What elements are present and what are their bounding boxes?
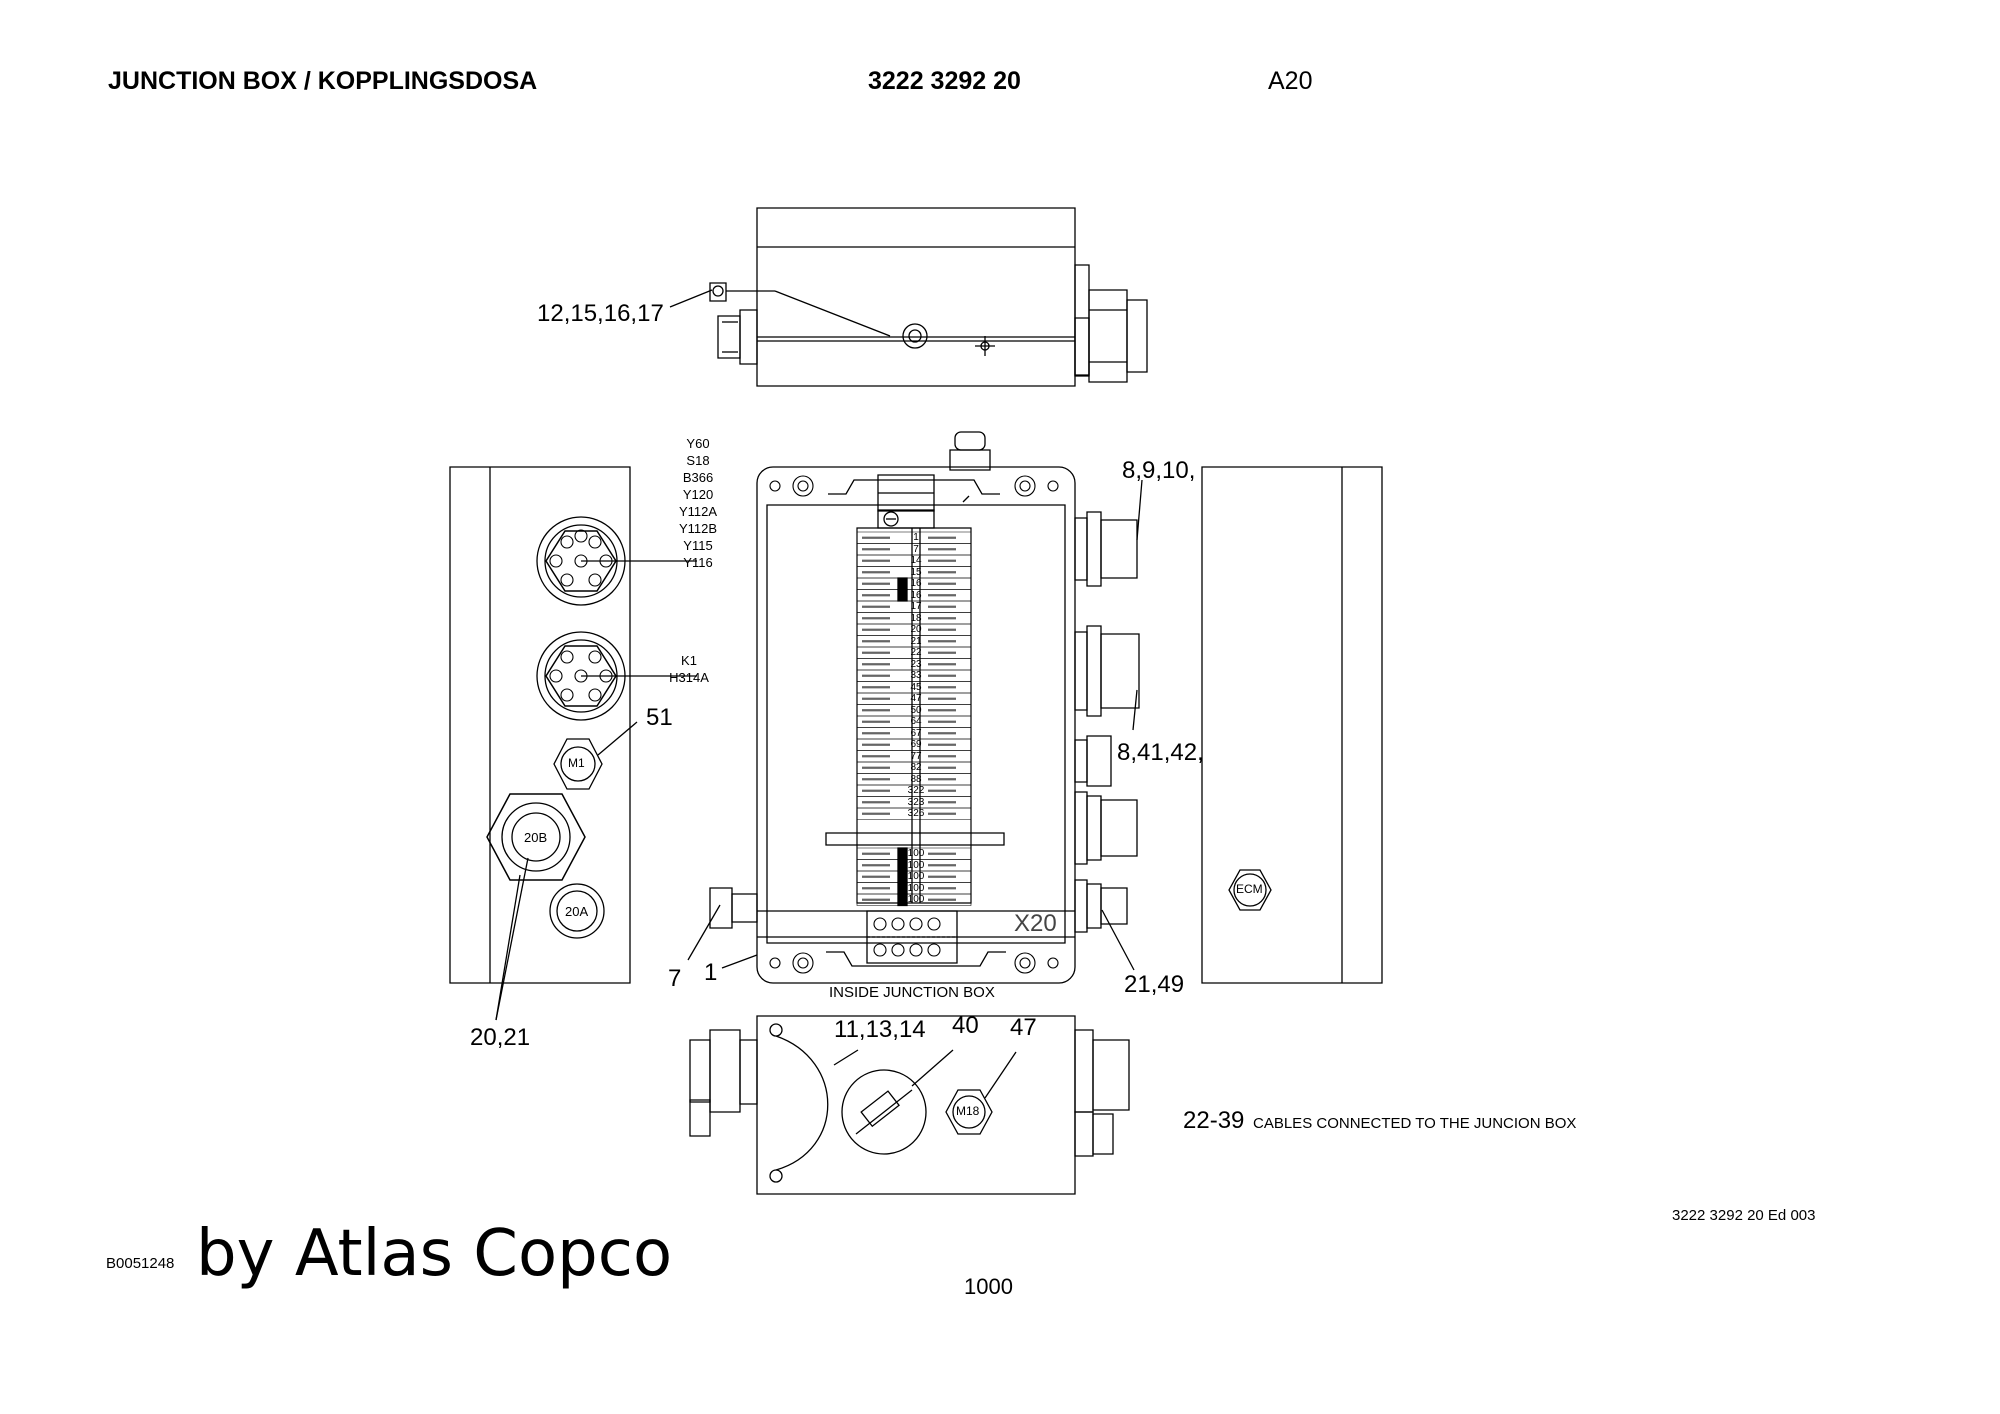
label-x20: X20 xyxy=(1014,910,1057,937)
terminal-number: 7 xyxy=(913,543,919,555)
callout-20-21: 20,21 xyxy=(470,1024,531,1051)
page-title: JUNCTION BOX / KOPPLINGSDOSA xyxy=(108,67,538,95)
connector-label: B366 xyxy=(682,470,714,485)
terminal-number: 326 xyxy=(907,808,925,819)
callout-40: 40 xyxy=(952,1012,979,1039)
terminal-number: 67 xyxy=(910,727,922,739)
connector-label-group-1: Y60 S18 B366 Y120 Y112A Y112B Y115 Y116 xyxy=(676,435,720,571)
page-number: 1000 xyxy=(964,1274,1013,1299)
terminal-number: 14 xyxy=(910,555,922,566)
label-20b: 20B xyxy=(524,830,548,845)
edition-note: 3222 3292 20 Ed 003 xyxy=(1672,1207,1816,1224)
terminal-number: 322 xyxy=(907,785,925,796)
document-id: B0051248 xyxy=(106,1255,175,1272)
connector-label: Y60 xyxy=(686,436,710,451)
terminal-number: 47 xyxy=(910,693,922,704)
connector-label: K1 xyxy=(681,653,697,668)
connector-label: Y116 xyxy=(683,555,713,570)
connector-label: Y112B xyxy=(678,521,718,536)
left-side-view xyxy=(450,467,697,1020)
bottom-view xyxy=(690,1016,1129,1194)
callout-8-41-42: 8,41,42, xyxy=(1117,739,1204,766)
callout-7: 7 xyxy=(668,965,682,992)
front-view xyxy=(688,432,1142,983)
connector-label: Y120 xyxy=(682,487,714,502)
terminal-number: 100 xyxy=(907,882,925,894)
terminal-rows xyxy=(857,532,971,906)
terminal-number: 100 xyxy=(907,848,925,859)
label-m18: M18 xyxy=(956,1104,980,1118)
connector-label-group-2: K1 H314A xyxy=(667,652,711,686)
terminal-number: 100 xyxy=(907,859,925,871)
callout-21-49: 21,49 xyxy=(1124,971,1185,998)
terminal-number: 100 xyxy=(907,894,925,905)
terminal-number: 82 xyxy=(910,762,922,773)
cables-note: CABLES CONNECTED TO THE JUNCION BOX xyxy=(1253,1115,1577,1132)
callout-51: 51 xyxy=(646,704,673,731)
label-ecm: ECM xyxy=(1236,882,1263,896)
callout-1: 1 xyxy=(704,959,718,986)
connector-label: S18 xyxy=(686,453,710,468)
connector-label: Y115 xyxy=(683,538,713,553)
callout-47: 47 xyxy=(1010,1014,1037,1041)
inside-note: INSIDE JUNCTION BOX xyxy=(829,984,995,1001)
terminal-number: 77 xyxy=(910,750,922,762)
top-view xyxy=(670,208,1147,386)
cables-number: 22-39 xyxy=(1183,1107,1245,1134)
brand-text: by Atlas Copco xyxy=(196,1217,673,1291)
terminal-number: 17 xyxy=(910,601,922,612)
label-20a: 20A xyxy=(565,904,589,919)
terminal-number: 20 xyxy=(910,624,922,635)
callout-12-15-16-17: 12,15,16,17 xyxy=(537,300,664,327)
terminal-number: 100 xyxy=(907,871,925,882)
terminal-number: 16 xyxy=(910,589,922,601)
terminal-marker xyxy=(898,894,907,906)
reference-code: A20 xyxy=(1268,67,1313,95)
terminal-number: 22 xyxy=(910,647,922,658)
terminal-number: 323 xyxy=(907,796,925,808)
right-side-view xyxy=(1202,467,1382,983)
terminal-number: 16 xyxy=(910,578,922,589)
connector-label: H314A xyxy=(669,670,709,685)
terminal-number: 1 xyxy=(913,532,919,543)
terminal-number: 33 xyxy=(910,670,922,681)
terminal-number: 18 xyxy=(910,612,922,624)
terminal-number: 21 xyxy=(910,635,922,647)
callout-11-13-14: 11,13,14 xyxy=(834,1016,926,1043)
callout-8-9-10: 8,9,10, xyxy=(1122,457,1196,484)
terminal-number: 23 xyxy=(910,658,922,670)
label-m1: M1 xyxy=(568,756,585,770)
terminal-number: 69 xyxy=(910,739,922,750)
connector-label: Y112A xyxy=(678,504,718,519)
terminal-number: 50 xyxy=(910,704,922,716)
terminal-number: 15 xyxy=(910,566,922,578)
terminal-number: 88 xyxy=(910,773,922,785)
terminal-number: 64 xyxy=(910,716,922,727)
terminal-number: 45 xyxy=(910,681,922,693)
part-number: 3222 3292 20 xyxy=(868,67,1021,95)
